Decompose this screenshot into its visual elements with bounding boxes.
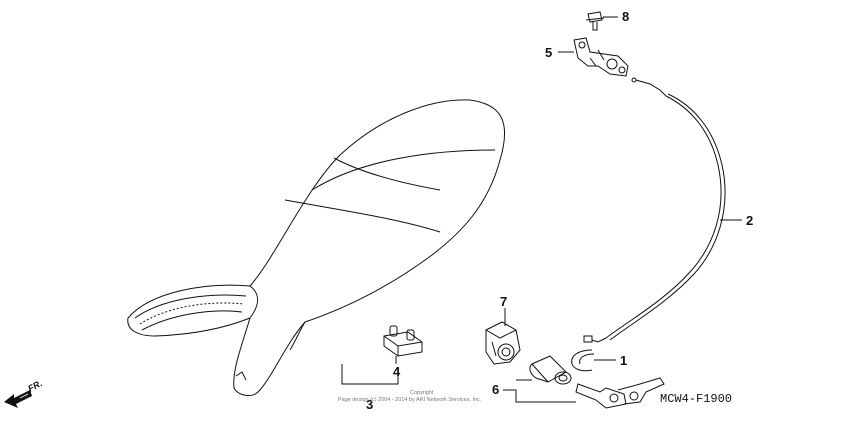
copyright-line-1: Copyright <box>410 390 434 396</box>
clip-part[interactable] <box>571 349 595 372</box>
direction-arrow-icon <box>4 390 32 408</box>
diagram-code: MCW4-F1900 <box>660 392 732 406</box>
callout-3: 3 <box>366 397 373 412</box>
seat-lock-cable-part[interactable] <box>583 77 726 343</box>
stopper-part[interactable] <box>383 325 423 357</box>
copyright-line-2: Page design (c) 2004 - 2014 by ARI Netwo… <box>338 397 482 403</box>
callout-5: 5 <box>545 45 552 60</box>
callout-8: 8 <box>622 9 629 24</box>
seat-lock-part[interactable] <box>573 37 629 77</box>
callout-6: 6 <box>492 382 499 397</box>
callout-1: 1 <box>620 353 627 368</box>
seat-part[interactable] <box>127 99 505 396</box>
holder-part[interactable] <box>485 321 521 365</box>
key-cylinder-part[interactable] <box>529 355 572 385</box>
callout-2: 2 <box>746 213 753 228</box>
direction-label: FR. <box>26 378 43 394</box>
keys-part[interactable] <box>575 377 665 409</box>
callout-4: 4 <box>393 364 401 379</box>
bolt-part[interactable] <box>585 11 605 31</box>
front-direction-indicator: FR. <box>4 378 44 408</box>
leader-lines <box>341 16 742 403</box>
callout-7: 7 <box>500 294 507 309</box>
